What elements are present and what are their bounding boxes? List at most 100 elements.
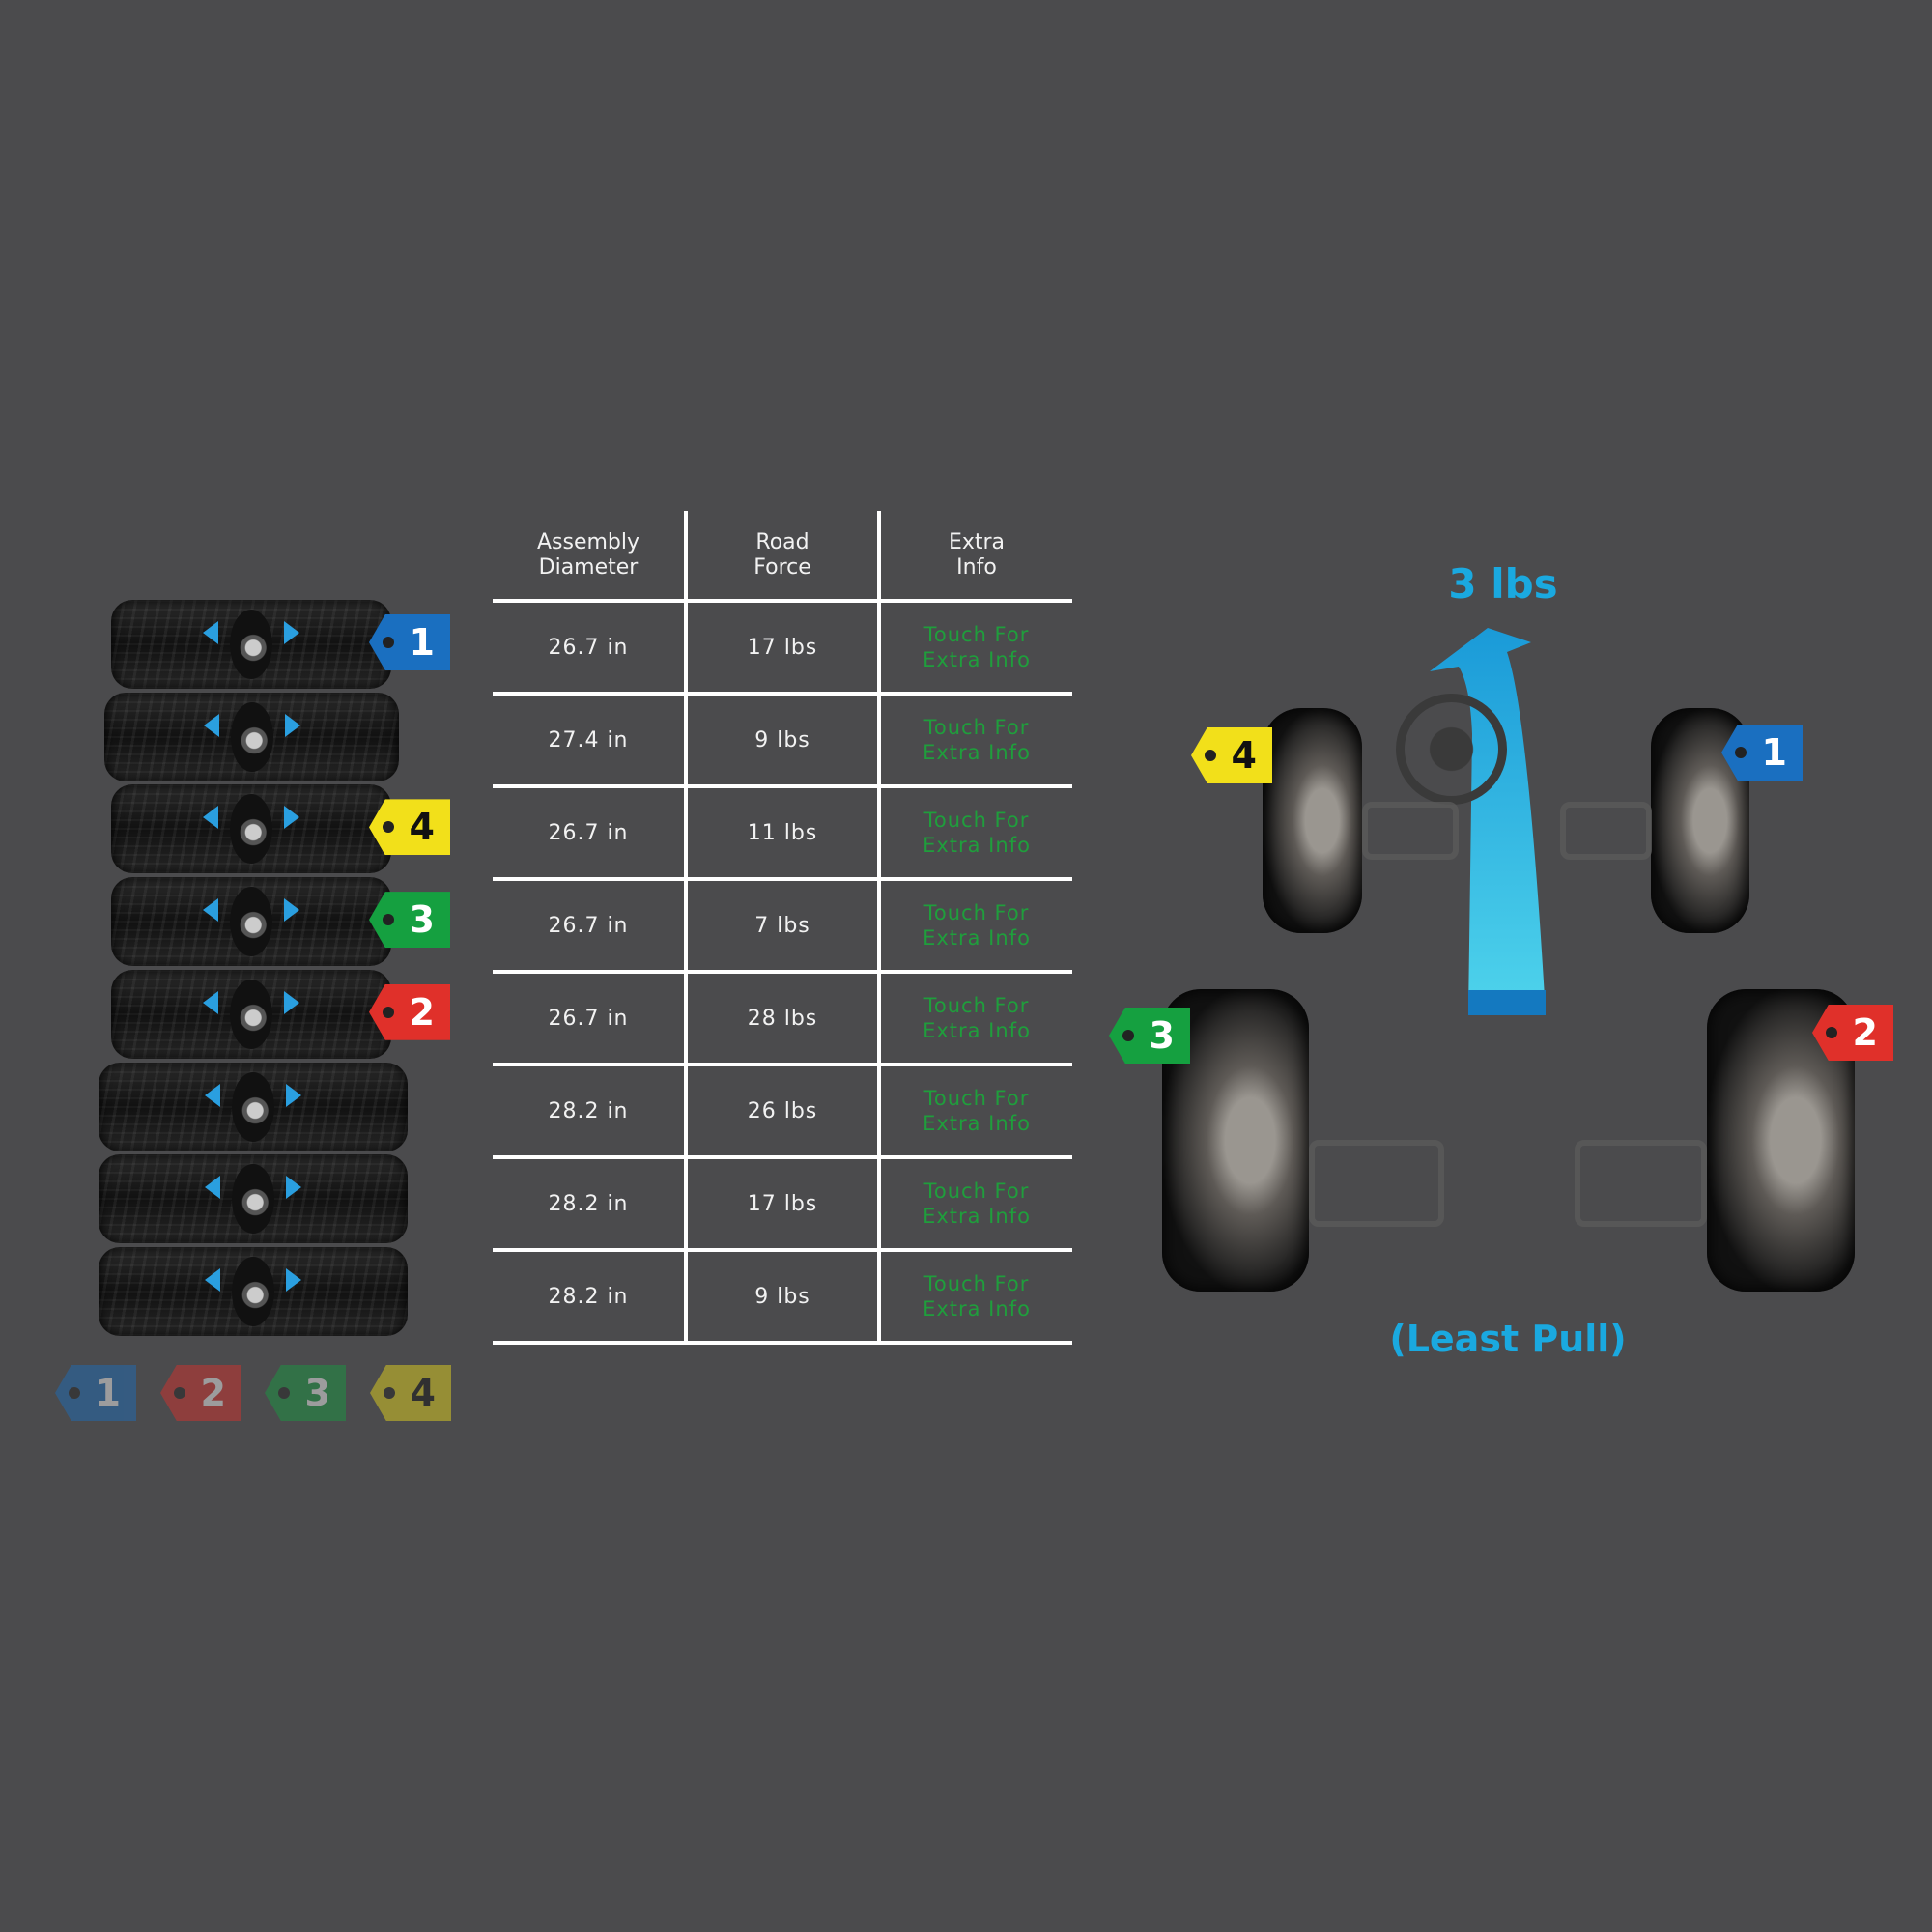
header-line: Force (753, 554, 811, 580)
vehicle-tag-rear-left[interactable]: 3 (1109, 1008, 1190, 1064)
arrow-left-icon (203, 713, 219, 737)
header-line: Assembly (536, 529, 640, 554)
pull-caption: (Least Pull) (1389, 1318, 1627, 1360)
front-right-suspension (1560, 802, 1652, 860)
steering-wheel-icon (1396, 694, 1507, 805)
vehicle-tag-front-right[interactable]: 1 (1721, 724, 1803, 781)
arrow-left-icon (203, 990, 218, 1014)
info-line: Touch For (923, 1087, 1030, 1110)
road-force-cell: 7 lbs (684, 879, 879, 974)
wheel-icon (230, 887, 272, 957)
assembly-diameter-cell: 26.7 in (493, 601, 686, 696)
tire-tag[interactable]: 2 (369, 983, 450, 1040)
road-force-cell: 9 lbs (684, 694, 879, 788)
info-line: Touch For (923, 1179, 1030, 1203)
tire-7[interactable] (99, 1154, 408, 1244)
arrow-left-icon (205, 1267, 220, 1292)
header-line: Road (755, 529, 810, 554)
info-line: Touch For (923, 994, 1030, 1017)
road-force-cell: 26 lbs (684, 1065, 879, 1159)
assembly-diameter-cell: 28.2 in (493, 1250, 686, 1345)
legend-tag-4[interactable]: 4 (370, 1365, 451, 1421)
arrow-left-icon (203, 898, 218, 923)
tire-tag[interactable]: 1 (369, 614, 450, 670)
arrow-left-icon (205, 1083, 220, 1107)
pull-arrow-icon (1430, 628, 1546, 1015)
pull-value: 3 lbs (1448, 560, 1558, 608)
wheel-icon (232, 1071, 274, 1142)
header-line: Extra (948, 529, 1006, 554)
tire-5[interactable] (111, 969, 391, 1059)
info-line: Extra Info (923, 1112, 1031, 1135)
wheel-icon (230, 979, 272, 1049)
header-line: Diameter (538, 554, 639, 580)
legend-tag-1[interactable]: 1 (55, 1365, 136, 1421)
arrow-right-icon (284, 990, 299, 1014)
assembly-diameter-cell: 28.2 in (493, 1157, 686, 1252)
arrow-left-icon (203, 621, 218, 644)
arrow-left-icon (205, 1176, 220, 1200)
info-line: Extra Info (923, 648, 1031, 671)
front-left-suspension (1362, 802, 1459, 860)
header-line: Info (956, 554, 997, 580)
legend-tag-3[interactable]: 3 (265, 1365, 346, 1421)
wheel-icon (230, 610, 272, 679)
info-line: Extra Info (923, 1205, 1031, 1228)
arrow-right-icon (286, 1176, 301, 1200)
road-force-cell: 17 lbs (684, 601, 879, 696)
info-line: Touch For (923, 809, 1030, 832)
assembly-diameter-cell: 26.7 in (493, 786, 686, 881)
arrow-right-icon (286, 1083, 301, 1107)
tire-tag[interactable]: 4 (369, 799, 450, 856)
info-line: Touch For (923, 1272, 1030, 1295)
tire-1[interactable] (111, 600, 391, 689)
arrow-right-icon (284, 713, 300, 737)
arrow-right-icon (286, 1267, 301, 1292)
info-line: Extra Info (923, 1019, 1031, 1042)
tire-8[interactable] (99, 1246, 408, 1336)
info-line: Touch For (923, 901, 1030, 924)
road-force-cell: 11 lbs (684, 786, 879, 881)
legend-tag-2[interactable]: 2 (160, 1365, 242, 1421)
arrow-right-icon (284, 898, 299, 923)
info-line: Extra Info (923, 1297, 1031, 1321)
assembly-diameter-cell: 26.7 in (493, 879, 686, 974)
road-force-cell: 9 lbs (684, 1250, 879, 1345)
assembly-diameter-cell: 26.7 in (493, 972, 686, 1066)
tire-6[interactable] (99, 1062, 408, 1151)
tire-tag[interactable]: 3 (369, 892, 450, 949)
vehicle-tag-front-left[interactable]: 4 (1191, 727, 1272, 783)
tire-4[interactable] (111, 877, 391, 967)
arrow-right-icon (284, 806, 299, 830)
road-force-cell: 17 lbs (684, 1157, 879, 1252)
tire-3[interactable] (111, 784, 391, 874)
info-line: Touch For (923, 716, 1030, 739)
wheel-icon (232, 1256, 274, 1326)
vehicle-tag-rear-right[interactable]: 2 (1812, 1005, 1893, 1061)
info-line: Touch For (923, 623, 1030, 646)
tire-2[interactable] (104, 692, 399, 781)
wheel-icon (230, 794, 272, 865)
info-line: Extra Info (923, 834, 1031, 857)
front-left-wheel (1263, 708, 1362, 933)
wheel-icon (232, 1164, 274, 1235)
arrow-left-icon (203, 806, 218, 830)
